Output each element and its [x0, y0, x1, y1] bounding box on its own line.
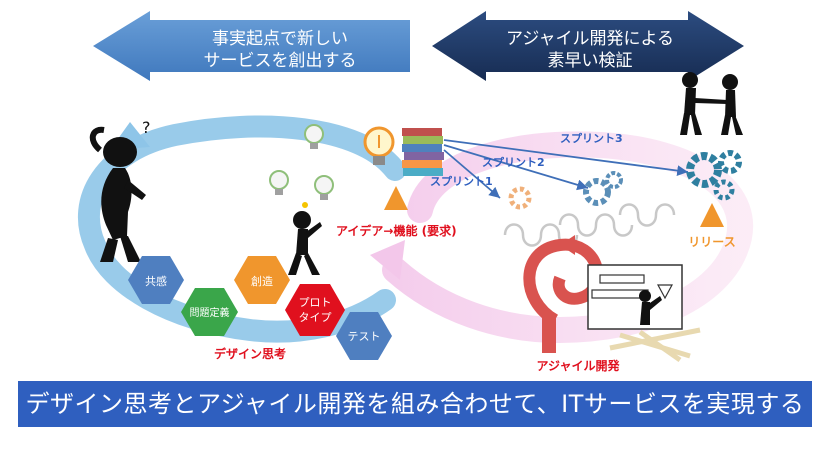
svg-text:タイプ: タイプ — [299, 311, 332, 324]
lightbulb-icon — [363, 126, 395, 165]
svg-text:プロト: プロト — [299, 296, 332, 309]
gear-icon — [508, 186, 532, 210]
step-empathize: 共感 — [128, 256, 184, 304]
step-define: 問題定義 — [181, 288, 238, 336]
left-arrow-line1: 事実起点で新しい — [212, 29, 348, 49]
svg-text:テスト: テスト — [348, 330, 381, 343]
right-arrow — [432, 11, 744, 81]
sticks-pile — [609, 327, 701, 363]
step-test: テスト — [336, 312, 392, 360]
idea-to-feature-label: アイデア→機能 (要求) — [336, 223, 457, 238]
summary-banner: デザイン思考とアジャイル開発を組み合わせて、ITサービスを実現する — [18, 381, 812, 427]
release-triangle-marker — [700, 203, 724, 227]
lightbulb-icon — [269, 170, 289, 195]
requirements-stack-icon — [402, 128, 444, 176]
svg-text:?: ? — [142, 118, 151, 137]
agile-cycle — [370, 131, 754, 344]
svg-text:共感: 共感 — [145, 275, 167, 288]
sprint-3-label: スプリント3 — [560, 131, 623, 145]
step-ideate: 創造 — [234, 256, 290, 304]
idea-triangle-marker — [384, 186, 408, 210]
svg-text:問題定義: 問題定義 — [190, 306, 230, 319]
handshake-figures — [680, 72, 743, 135]
sprint-arrows — [443, 139, 689, 199]
sprint-1-label: スプリント1 — [430, 174, 493, 188]
lightbulb-icon — [304, 124, 324, 149]
right-arrow-line1: アジャイル開発による — [506, 29, 674, 49]
step-prototype: プロト タイプ — [285, 284, 345, 336]
idea-person-figure — [288, 202, 322, 275]
thinking-person-figure: ? — [89, 118, 151, 262]
agile-caption: アジャイル開発 — [537, 358, 621, 373]
left-arrow — [93, 11, 410, 81]
left-arrow-line2: サービスを創出する — [204, 51, 357, 71]
release-label: リリース — [688, 235, 735, 249]
design-thinking-caption: デザイン思考 — [214, 346, 286, 361]
agile-loop-icon — [523, 235, 604, 353]
svg-text:創造: 創造 — [251, 274, 273, 288]
iteration-loops — [503, 203, 676, 247]
gear-icon — [583, 171, 623, 206]
whiteboard-figure — [587, 264, 683, 330]
right-arrow-line2: 素早い検証 — [548, 51, 633, 71]
lightbulb-icon — [314, 175, 334, 200]
gear-icon — [686, 150, 742, 201]
sprint-2-label: スプリント2 — [482, 155, 545, 169]
